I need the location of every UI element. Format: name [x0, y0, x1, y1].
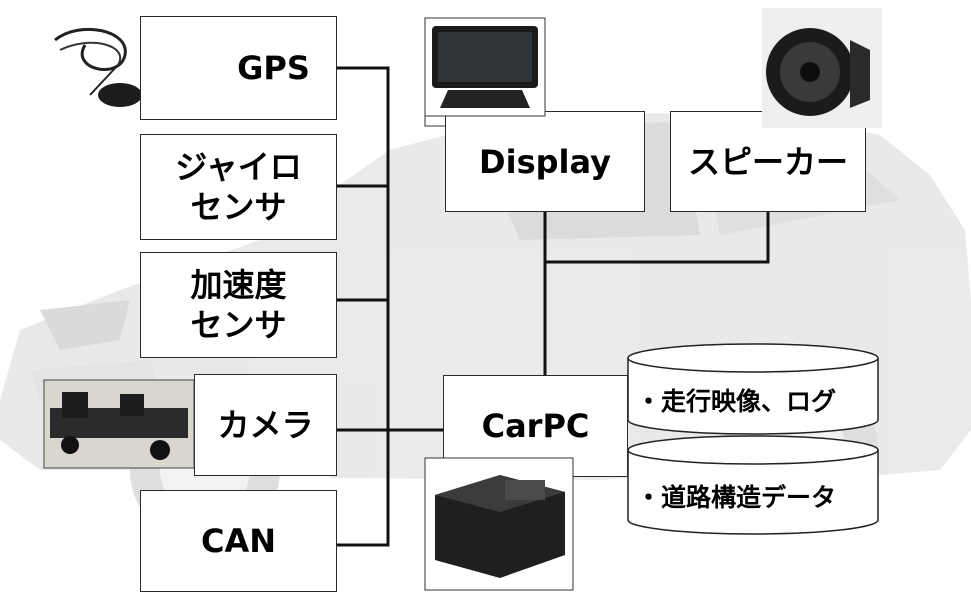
accel-label-line1: 加速度 — [190, 266, 287, 304]
display-box: Display — [445, 111, 645, 212]
road-data-storage-label: ・道路構造データ — [636, 483, 837, 512]
can-box: CAN — [140, 490, 337, 592]
carpc-box: CarPC — [443, 375, 628, 477]
video-log-storage-label: ・走行映像、ログ — [636, 387, 837, 416]
camera-rig-icon — [43, 379, 195, 469]
gps-bus-line — [337, 66, 390, 547]
gyro-sensor-box: ジャイロ センサ — [140, 134, 337, 240]
carpc-case-icon — [424, 457, 574, 591]
accel-label-line2: センサ — [190, 306, 287, 344]
gyro-label-line1: ジャイロ — [175, 148, 302, 186]
camera-label: カメラ — [217, 406, 314, 444]
display-label: Display — [479, 142, 611, 181]
gyro-label-line2: センサ — [190, 188, 287, 226]
connection-lines — [337, 66, 770, 547]
display-monitor-icon — [424, 17, 546, 127]
speaker-label: スピーカー — [687, 142, 848, 181]
gps-box: GPS — [140, 16, 337, 120]
can-label: CAN — [200, 522, 277, 560]
gps-antenna-icon — [54, 27, 142, 107]
speaker-box: スピーカー — [670, 111, 866, 212]
speaker-link-line — [545, 212, 770, 264]
accel-sensor-box: 加速度 センサ — [140, 252, 337, 358]
database-cylinder-icon — [627, 343, 879, 535]
carpc-label: CarPC — [481, 407, 590, 445]
camera-box: カメラ — [194, 374, 337, 476]
gps-label: GPS — [237, 49, 310, 87]
speaker-icon — [762, 8, 882, 128]
